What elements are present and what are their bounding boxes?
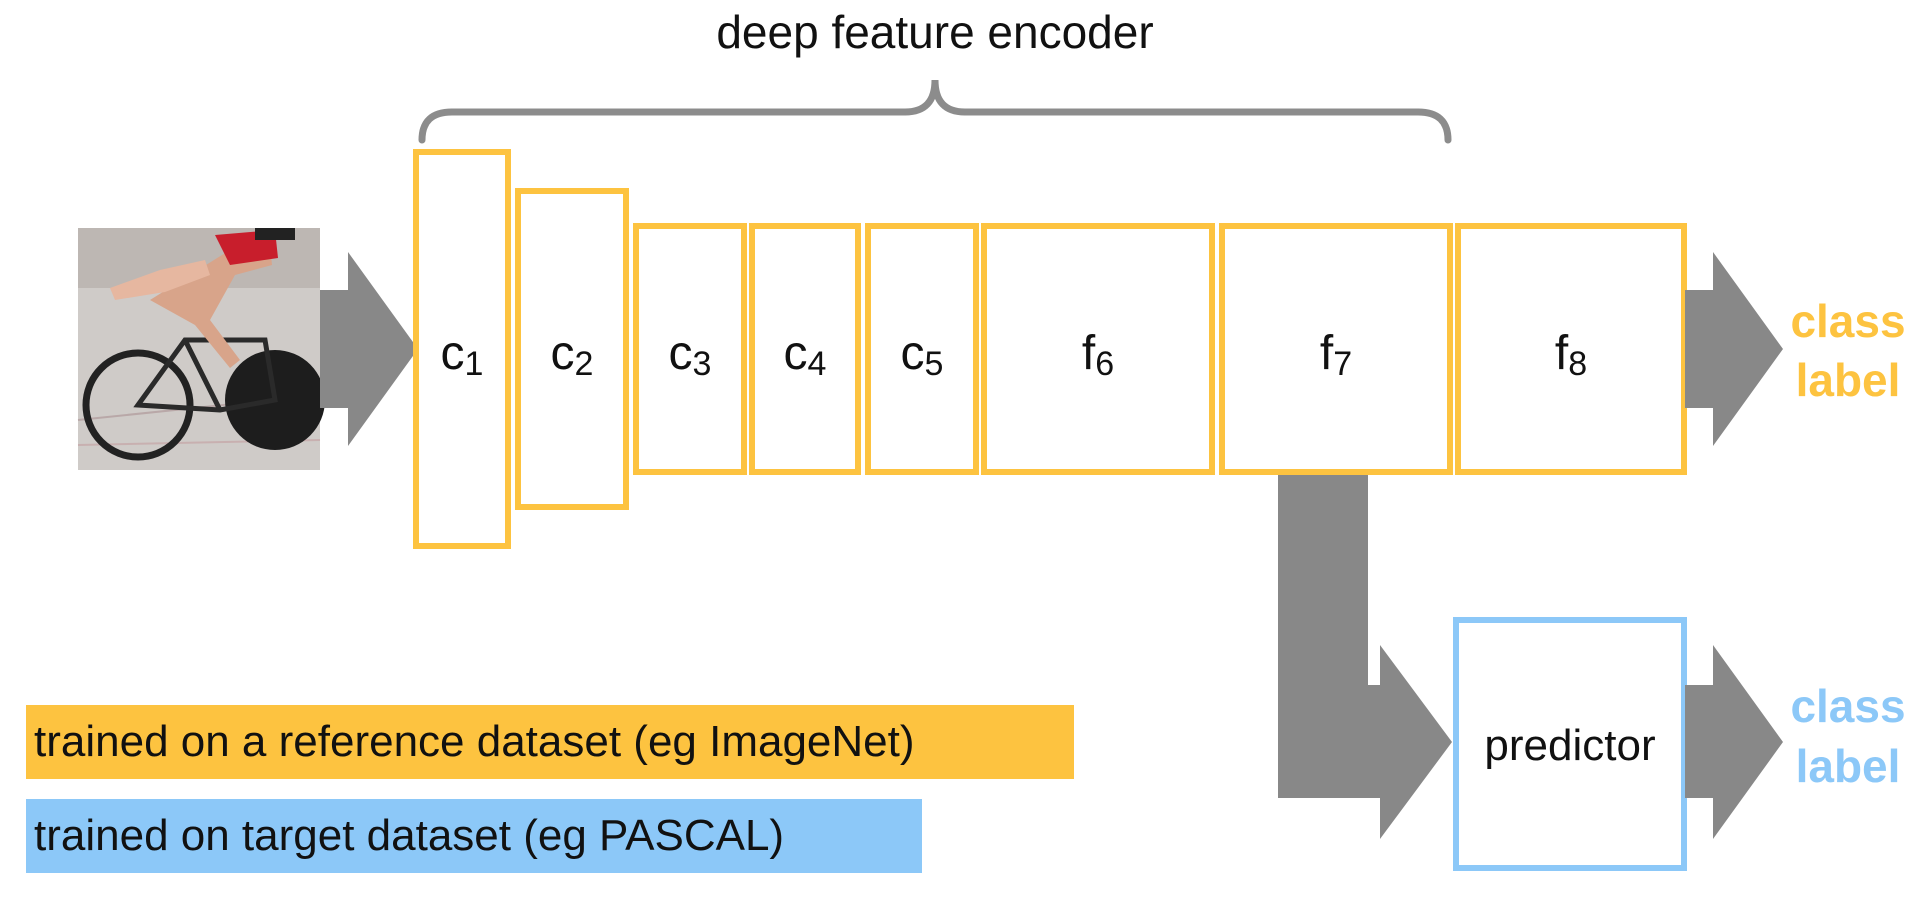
layer-box (1455, 223, 1687, 475)
layer-box (865, 223, 979, 475)
cyclist-photo-icon (82, 228, 325, 461)
layer-box (749, 223, 861, 475)
layer-label: f7 (1320, 327, 1352, 383)
layer-box (981, 223, 1215, 475)
branch-arrow (1278, 475, 1452, 839)
layer-stack: c1 c2 c3 c4 c5 f6 f7 f8 (413, 149, 1687, 549)
output-arrow-bottom (1685, 645, 1783, 839)
legend-target: trained on target dataset (eg PASCAL) (26, 799, 922, 873)
legend-reference-text: trained on a reference dataset (eg Image… (34, 717, 915, 766)
layer-box (515, 188, 629, 510)
layer-label: c2 (551, 327, 594, 383)
output-label-top-line2: label (1796, 354, 1901, 406)
layer-label: c1 (441, 327, 484, 383)
layer-c5: c5 (865, 223, 979, 475)
layer-c1: c1 (413, 149, 511, 549)
predictor-box: predictor (1453, 617, 1687, 871)
encoder-brace (418, 79, 1452, 144)
predictor-label: predictor (1484, 721, 1655, 770)
output-label-top-line1: class (1790, 295, 1905, 347)
legend-target-text: trained on target dataset (eg PASCAL) (34, 811, 785, 860)
layer-box (413, 149, 511, 549)
layer-f7: f7 (1219, 223, 1453, 475)
output-arrow-top (1685, 252, 1783, 446)
legend-reference: trained on a reference dataset (eg Image… (26, 705, 1074, 779)
layer-f8: f8 (1455, 223, 1687, 475)
layer-label: c3 (669, 327, 712, 383)
layer-label: f6 (1082, 327, 1114, 383)
layer-c4: c4 (749, 223, 861, 475)
encoder-title: deep feature encoder (716, 6, 1153, 58)
input-arrow (320, 252, 418, 446)
layer-label: c5 (901, 327, 944, 383)
layer-c2: c2 (515, 188, 629, 510)
layer-label: c4 (784, 327, 827, 383)
input-image (77, 228, 325, 470)
layer-box (1219, 223, 1453, 475)
layer-c3: c3 (633, 223, 747, 475)
output-label-bottom-line1: class (1790, 680, 1905, 732)
layer-f6: f6 (981, 223, 1215, 475)
layer-label: f8 (1555, 327, 1587, 383)
layer-box (633, 223, 747, 475)
output-label-bottom-line2: label (1796, 740, 1901, 792)
